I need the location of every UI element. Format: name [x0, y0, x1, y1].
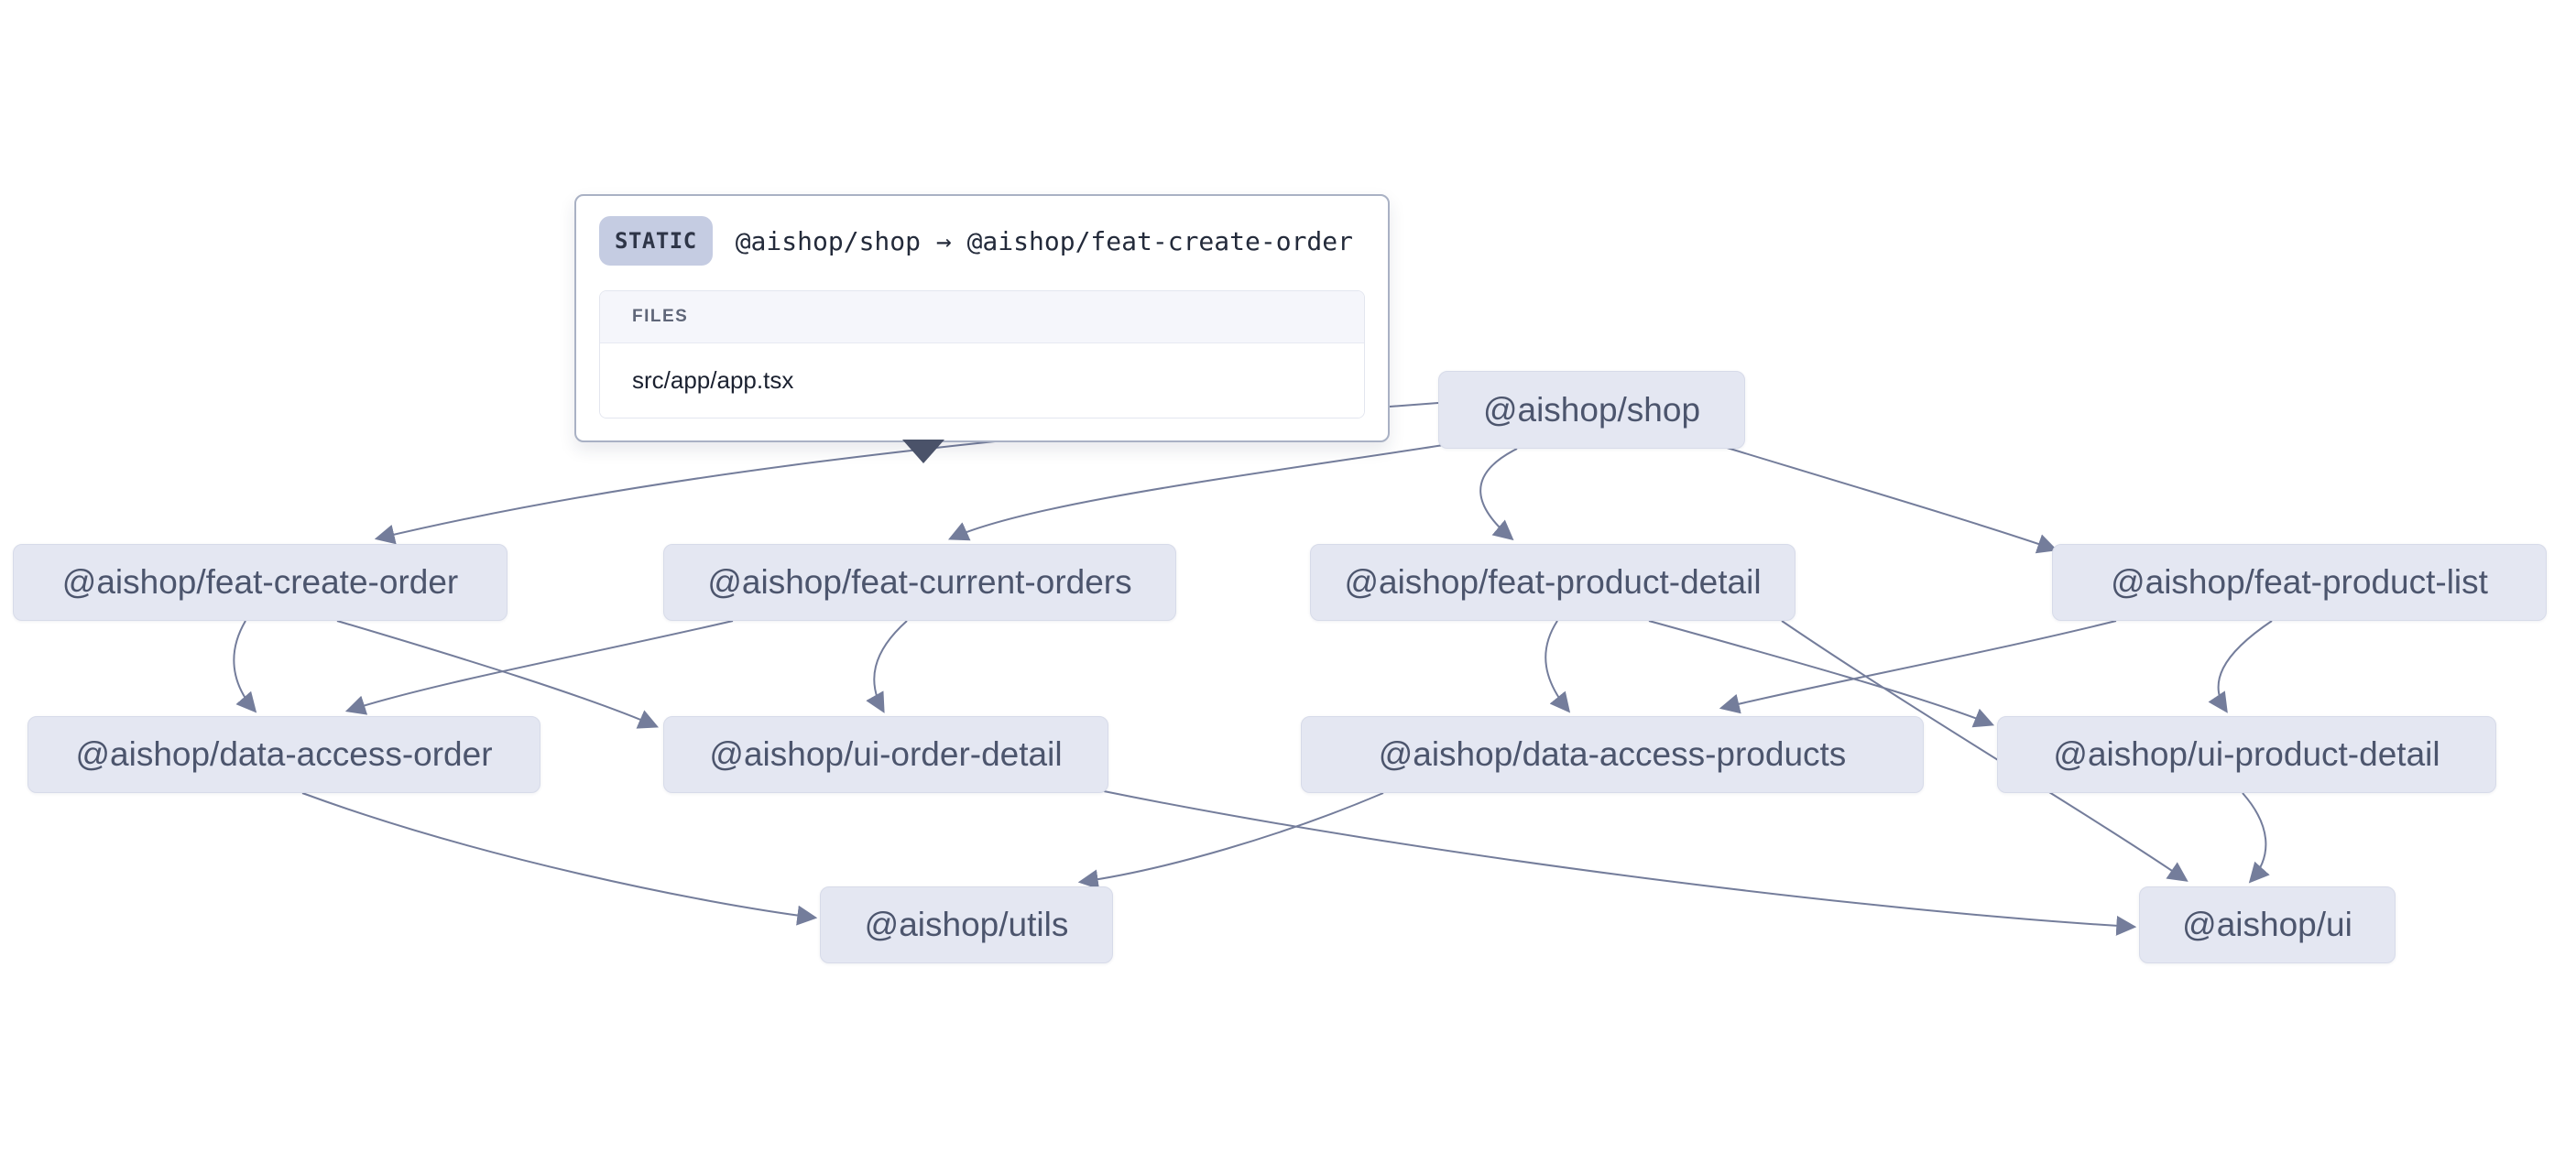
edge-data-access-order-to-utils[interactable]: [301, 792, 818, 926]
edge-data-access-products-to-utils[interactable]: [1077, 792, 1384, 890]
edge-feat-product-list-to-data-access-products[interactable]: [1719, 620, 2117, 714]
edge-type-badge: STATIC: [599, 216, 713, 266]
files-box: FILES src/app/app.tsx: [599, 290, 1365, 418]
edge-shop-to-feat-product-list[interactable]: [1723, 446, 2058, 554]
edge-shop-to-feat-product-detail[interactable]: [1479, 448, 1518, 541]
edge-ui-product-detail-to-ui[interactable]: [2242, 792, 2270, 884]
node-ui-product-detail[interactable]: @aishop/ui-product-detail: [1997, 716, 2496, 793]
node-ui[interactable]: @aishop/ui: [2139, 886, 2396, 963]
edge-shop-to-feat-current-orders[interactable]: [947, 444, 1445, 541]
node-feat-product-list[interactable]: @aishop/feat-product-list: [2052, 544, 2547, 621]
edge-ui-order-detail-to-ui[interactable]: [1103, 790, 2137, 936]
tooltip-title-row: STATIC @aishop/shop → @aishop/feat-creat…: [599, 216, 1365, 266]
files-heading: FILES: [600, 291, 1364, 343]
edge-feat-product-list-to-ui-product-detail[interactable]: [2208, 620, 2273, 713]
tooltip-pointer-icon: [902, 440, 944, 463]
tooltip-edge-title: @aishop/shop → @aishop/feat-create-order: [735, 225, 1353, 256]
node-feat-create-order[interactable]: @aishop/feat-create-order: [13, 544, 508, 621]
node-ui-order-detail[interactable]: @aishop/ui-order-detail: [663, 716, 1108, 793]
node-feat-current-orders[interactable]: @aishop/feat-current-orders: [663, 544, 1176, 621]
edge-feat-product-detail-to-ui-product-detail[interactable]: [1648, 620, 1995, 728]
node-utils[interactable]: @aishop/utils: [820, 886, 1113, 963]
edge-feat-create-order-to-data-access-order[interactable]: [233, 620, 257, 713]
node-data-access-order[interactable]: @aishop/data-access-order: [27, 716, 540, 793]
edge-tooltip: STATIC @aishop/shop → @aishop/feat-creat…: [574, 194, 1390, 463]
file-row: src/app/app.tsx: [600, 343, 1364, 418]
node-data-access-products[interactable]: @aishop/data-access-products: [1301, 716, 1924, 793]
edge-feat-create-order-to-ui-order-detail[interactable]: [336, 620, 660, 729]
node-feat-product-detail[interactable]: @aishop/feat-product-detail: [1310, 544, 1796, 621]
edge-feat-current-orders-to-data-access-order[interactable]: [344, 620, 734, 715]
edge-feat-current-orders-to-ui-order-detail[interactable]: [866, 620, 908, 713]
node-shop[interactable]: @aishop/shop: [1438, 371, 1745, 449]
edge-feat-product-detail-to-data-access-products[interactable]: [1545, 620, 1571, 713]
files-list: src/app/app.tsx: [600, 343, 1364, 418]
